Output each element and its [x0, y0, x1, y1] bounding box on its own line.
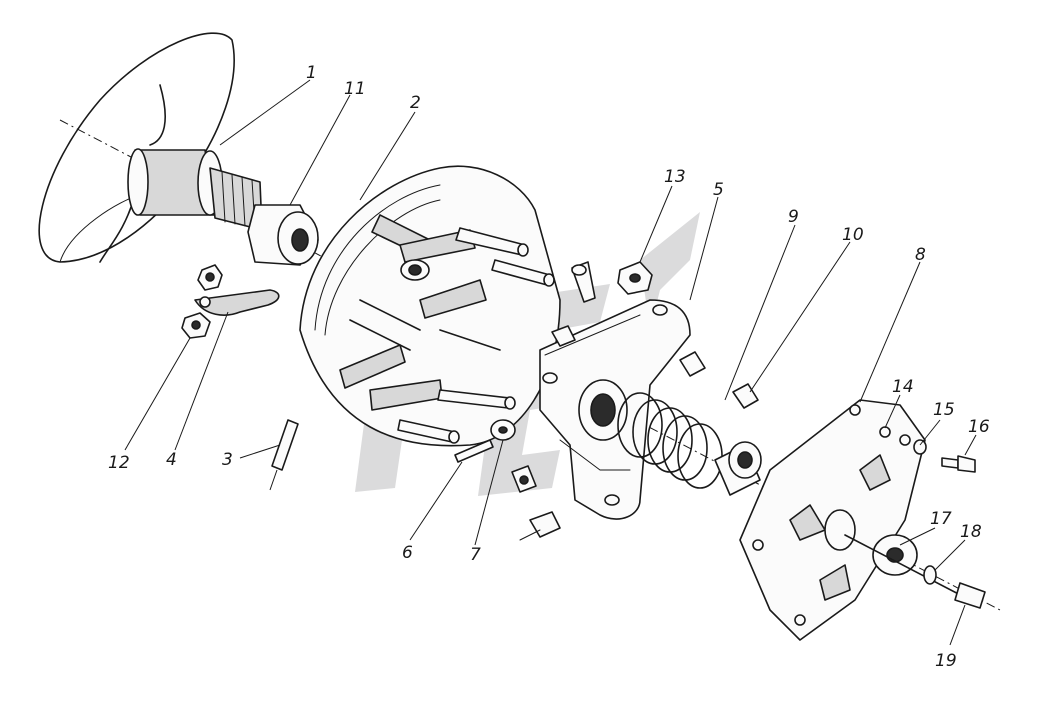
plug-lower	[511, 465, 537, 493]
callout-labels: 1 2 3 4 5 6 7 8 9 10 11 12 13 14 15 16 1…	[108, 63, 990, 671]
nut-lower	[181, 312, 211, 339]
callout-17: 17	[930, 509, 952, 529]
callout-19: 19	[935, 651, 957, 671]
callout-16: 16	[968, 417, 990, 437]
bushing	[714, 441, 762, 496]
callout-12: 12	[108, 453, 130, 473]
lock-plate	[194, 289, 280, 316]
bearing-bracket	[539, 299, 691, 520]
bolt-19	[954, 582, 986, 609]
callout-5: 5	[713, 180, 724, 200]
callout-2: 2	[410, 93, 421, 113]
washer-15	[913, 439, 927, 455]
small-pin	[454, 439, 494, 463]
fan-housing	[299, 165, 561, 447]
callout-10: 10	[842, 225, 864, 245]
leader-lines	[124, 79, 977, 646]
hub-nut	[247, 204, 319, 266]
nut-upper	[197, 264, 223, 291]
callout-6: 6	[402, 543, 413, 563]
plug-upper	[551, 325, 576, 347]
washer-18	[923, 565, 937, 585]
callout-3: 3	[222, 450, 233, 470]
callout-18: 18	[960, 522, 982, 542]
fan-impeller	[38, 32, 263, 263]
plug-right	[679, 351, 706, 377]
cover-plate	[739, 399, 926, 641]
callout-8: 8	[915, 245, 926, 265]
callout-14: 14	[892, 377, 914, 397]
flange-17	[844, 534, 971, 601]
callout-13: 13	[664, 167, 686, 187]
callout-4: 4	[166, 450, 177, 470]
washer-7	[490, 419, 516, 441]
bolt-lower	[519, 511, 561, 541]
callout-1: 1	[306, 63, 317, 83]
bolt-16	[941, 455, 976, 473]
grease-nipple-left	[571, 261, 596, 303]
bolt-10	[732, 383, 759, 409]
callout-11: 11	[344, 79, 366, 99]
callout-15: 15	[933, 400, 955, 420]
callout-9: 9	[788, 207, 799, 227]
callout-7: 7	[470, 545, 481, 565]
housing-studs	[397, 227, 555, 444]
dowel-pin	[269, 419, 299, 491]
threaded-section	[221, 171, 256, 229]
